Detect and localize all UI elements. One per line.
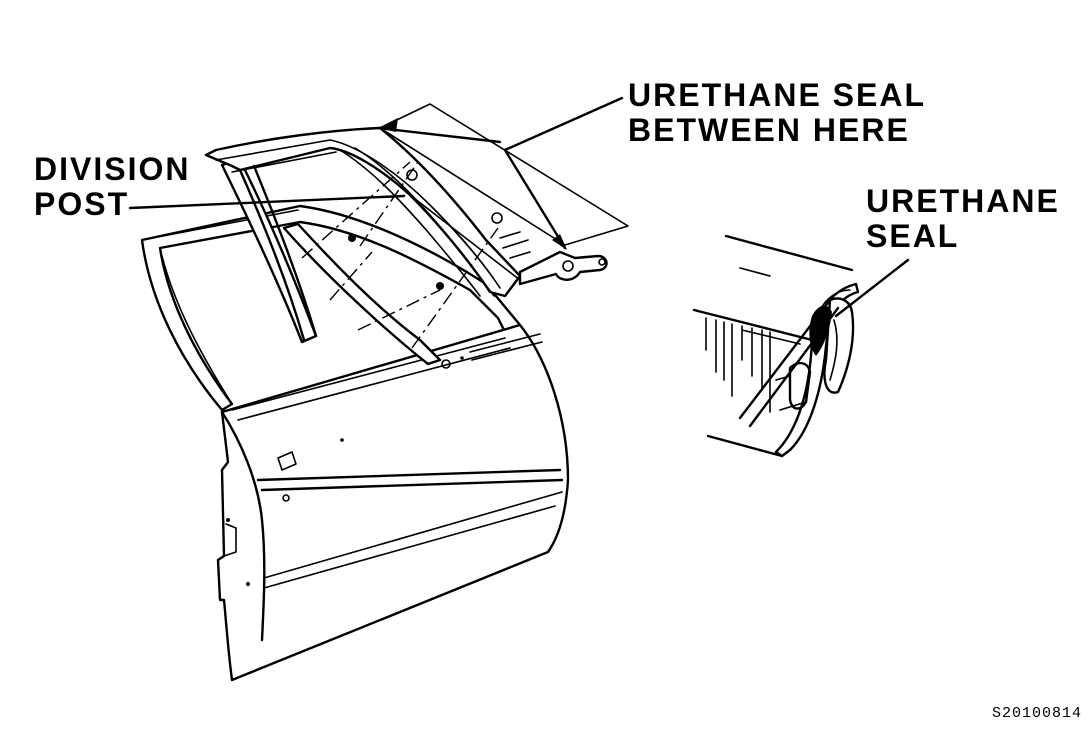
urethane-seal-label-line2: SEAL [866, 217, 960, 254]
urethane-seal-detail [692, 234, 860, 458]
division-post-label-line2: POST [34, 185, 130, 222]
door-assembly [140, 204, 570, 682]
division-post-label: DIVISION POST [34, 152, 190, 221]
urethane-seal-label: URETHANE SEAL [866, 184, 1060, 253]
urethane-seal-between-line1: URETHANE SEAL [628, 77, 927, 113]
leader-lines [128, 96, 910, 318]
figure-code: S20100814 [991, 705, 1082, 722]
window-glass-assembly [204, 126, 608, 349]
door-window-frame [140, 204, 522, 412]
seal-plane-outline [379, 103, 629, 246]
urethane-seal-between-label: URETHANE SEAL BETWEEN HERE [628, 78, 926, 147]
glass-frame-outer [204, 126, 522, 298]
door-outer-panel [216, 323, 570, 682]
division-post-label-line1: DIVISION [34, 151, 191, 187]
urethane-seal-between-line2: BETWEEN HERE [628, 111, 910, 148]
urethane-seal-label-line1: URETHANE [866, 183, 1060, 219]
